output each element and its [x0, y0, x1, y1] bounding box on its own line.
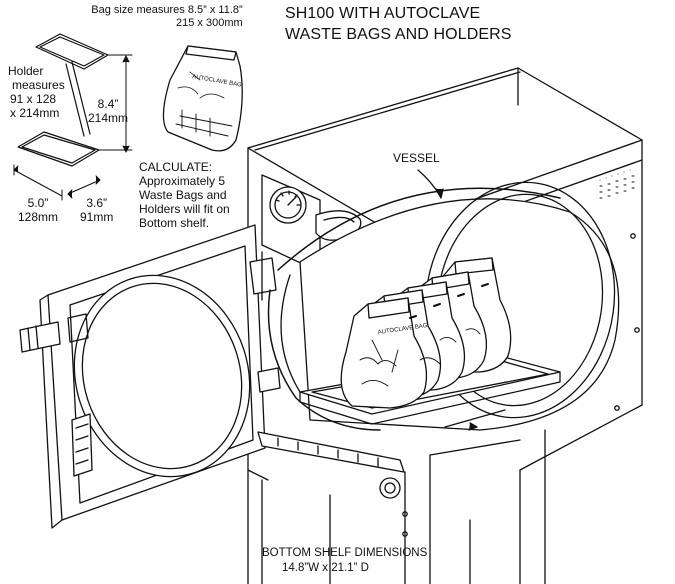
depth-mm: 91mm	[80, 210, 114, 224]
bag-size-label: Bag size measures 8.5” x 11.8” 215 x 300…	[86, 4, 243, 30]
holder-depth-label: 3.6” 91mm	[80, 196, 113, 224]
bag-holder-illustration	[17, 33, 109, 167]
calculate-line-4: Holders will fit on	[139, 202, 230, 216]
width-in: 5.0”	[27, 196, 49, 210]
holder-height-label: 8.4” 214mm	[88, 97, 128, 125]
holder-line-4: x 214mm	[10, 106, 60, 120]
width-mm: 128mm	[18, 210, 59, 224]
vessel-label: VESSEL	[393, 151, 440, 165]
bottom-shelf-label: BOTTOM SHELF DIMENSIONS 14.8”W x 21.1” D	[262, 546, 427, 576]
waste-bags-in-chamber: AUTOCLAVE BAG	[340, 257, 512, 409]
calculate-note: CALCULATE: Approximately 5 Waste Bags an…	[139, 160, 230, 230]
height-mm: 214mm	[88, 111, 129, 125]
autoclave-bag-illustration: AUTOCLAVE BAG	[162, 45, 243, 152]
vent-holes	[599, 169, 635, 199]
autoclave-body	[247, 67, 643, 584]
bottom-shelf-line-1: BOTTOM SHELF DIMENSIONS	[262, 547, 428, 559]
calculate-line-3: Waste Bags and	[139, 188, 227, 202]
height-in: 8.4”	[97, 97, 119, 111]
autoclave-door	[19, 224, 281, 529]
holder-line-1: Holder	[8, 64, 44, 78]
title-line-1: SH100 WITH AUTOCLAVE	[285, 5, 481, 22]
holder-dimension-lines	[13, 54, 133, 201]
depth-in: 3.6”	[86, 196, 108, 210]
diagram-title: SH100 WITH AUTOCLAVE WASTE BAGS AND HOLD…	[285, 3, 512, 45]
bag-size-line-2: 215 x 300mm	[176, 17, 243, 29]
bottom-shelf-line-2: 14.8”W x 21.1” D	[282, 562, 369, 574]
bag-size-line-1: Bag size measures 8.5” x 11.8”	[91, 4, 243, 16]
holder-measures-label: Holder measures 91 x 128 x 214mm	[8, 64, 65, 120]
calculate-line-1: CALCULATE:	[139, 160, 213, 174]
holder-width-label: 5.0” 128mm	[18, 196, 58, 224]
vessel-pointer	[417, 169, 444, 199]
title-line-2: WASTE BAGS AND HOLDERS	[285, 26, 512, 43]
rotation-arrow-icon	[444, 409, 506, 428]
holder-line-2: measures	[12, 78, 65, 92]
holder-line-3: 91 x 128	[10, 92, 57, 106]
calculate-line-5: Bottom shelf.	[139, 216, 210, 230]
calculate-line-2: Approximately 5	[139, 174, 226, 188]
